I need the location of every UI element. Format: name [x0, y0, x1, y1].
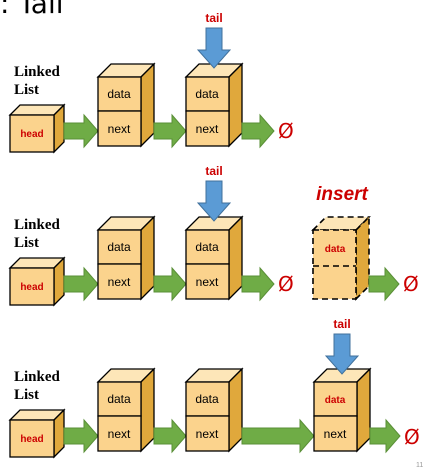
- tail-label: tail: [205, 164, 222, 178]
- row-insert-step: Linked List head data next data next ta: [8, 164, 419, 307]
- tail-arrow: [196, 27, 232, 69]
- list-node: data next: [184, 215, 244, 301]
- null-symbol: Ø: [404, 425, 420, 449]
- list-node: data next: [312, 367, 372, 453]
- node-data-label: data: [107, 392, 131, 406]
- list-node: data next: [96, 367, 156, 453]
- list-node: data next: [184, 367, 244, 453]
- node-data-label: data: [195, 87, 219, 101]
- linked-list-label-line2: List: [14, 235, 39, 251]
- pointer-arrow: [368, 266, 400, 302]
- pointer-arrow: [63, 418, 99, 454]
- list-node: data next: [96, 62, 156, 148]
- null-symbol: Ø: [403, 272, 419, 296]
- pointer-arrow: [63, 113, 99, 149]
- pointer-arrow: [369, 418, 401, 454]
- insert-label: insert: [316, 184, 368, 205]
- linked-list-label-line1: Linked: [14, 369, 61, 385]
- pointer-arrow: [153, 418, 187, 454]
- linked-list-label-line2: List: [14, 82, 39, 98]
- pointer-arrow: [241, 113, 275, 149]
- head-label: head: [20, 434, 43, 445]
- slide-title-fragment: : Tail: [0, 0, 64, 20]
- null-symbol: Ø: [278, 272, 294, 296]
- pointer-arrow: [153, 113, 187, 149]
- list-node: data next: [96, 215, 156, 301]
- linked-list-label-line1: Linked: [14, 217, 61, 233]
- row-before-insert: Linked List head data next data: [8, 11, 294, 154]
- linked-list-label-line1: Linked: [14, 64, 61, 80]
- linked-list-label-line2: List: [14, 387, 39, 403]
- tail-label: tail: [333, 317, 350, 331]
- page-number: 11: [416, 462, 423, 469]
- head-node: head: [8, 103, 66, 154]
- inserted-data-label: data: [325, 244, 346, 255]
- node-next-label: next: [108, 427, 131, 441]
- node-data-label: data: [195, 240, 219, 254]
- tail-label: tail: [205, 11, 222, 25]
- node-data-label: data: [107, 240, 131, 254]
- node-next-label: next: [108, 275, 131, 289]
- node-data-label: data: [325, 395, 346, 406]
- node-next-label: next: [196, 122, 219, 136]
- head-node: head: [8, 256, 66, 307]
- row-after-insert: Linked List head data next data next: [8, 317, 420, 459]
- node-next-label: next: [196, 275, 219, 289]
- head-label: head: [20, 129, 43, 140]
- tail-arrow: [324, 333, 360, 375]
- pointer-arrow: [241, 418, 315, 454]
- tail-arrow: [196, 180, 232, 222]
- pointer-arrow: [63, 266, 99, 302]
- head-node: head: [8, 408, 66, 459]
- pointer-arrow: [241, 266, 275, 302]
- node-data-label: data: [107, 87, 131, 101]
- pointer-arrow: [153, 266, 187, 302]
- null-symbol: Ø: [278, 119, 294, 143]
- node-next-label: next: [324, 427, 347, 441]
- node-data-label: data: [195, 392, 219, 406]
- head-label: head: [20, 282, 43, 293]
- inserted-node: data: [311, 215, 371, 301]
- node-next-label: next: [196, 427, 219, 441]
- node-next-label: next: [108, 122, 131, 136]
- list-node: data next: [184, 62, 244, 148]
